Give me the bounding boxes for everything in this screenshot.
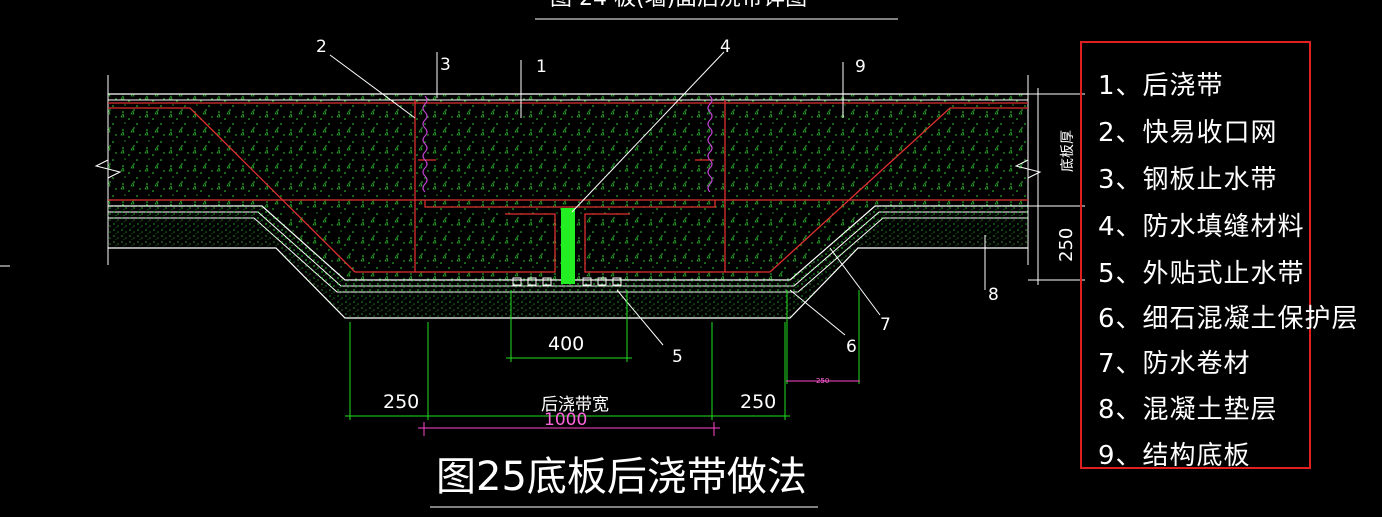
legend-item-5: 5、外贴式止水带 (1098, 259, 1305, 289)
rebar (108, 100, 1028, 273)
band-dimension (418, 380, 860, 436)
legend-item-9: 9、结构底板 (1098, 441, 1251, 471)
callout-3: 3 (440, 55, 451, 75)
band-width-value: 1000 (544, 410, 587, 430)
dim-250-vertical: 250 (1056, 228, 1077, 262)
callout-9: 9 (855, 57, 866, 77)
mesh-and-waterstop (422, 95, 713, 193)
waterproof-layers (108, 205, 1028, 319)
legend-box: 1、后浇带 2、快易收口网 3、钢板止水带 4、防水填缝材料 5、外贴式止水带 … (1080, 41, 1358, 471)
legend-item-6: 6、细石混凝土保护层 (1098, 304, 1359, 334)
dim-250-small: 250 (816, 377, 829, 385)
structural-slab (94, 75, 1042, 280)
band-width-label: 后浇带宽 (541, 395, 609, 415)
main-title: 图25底板后浇带做法 (436, 454, 807, 500)
legend-item-4: 4、防水填缝材料 (1098, 212, 1305, 242)
callout-8: 8 (988, 285, 999, 305)
top-title: 图 24 板(墙)面后浇带详图 (550, 0, 807, 11)
dim-250-left: 250 (383, 391, 419, 413)
legend-item-3: 3、钢板止水带 (1098, 165, 1278, 195)
dim-400: 400 (548, 333, 584, 355)
external-waterstop (512, 277, 622, 286)
callout-7: 7 (880, 315, 891, 335)
callout-4: 4 (720, 37, 731, 57)
slab-thickness-label: 底板厚 (1060, 130, 1076, 172)
leader-lines (329, 51, 1085, 346)
legend-item-1: 1、后浇带 (1098, 71, 1224, 101)
callout-1: 1 (536, 57, 547, 77)
legend-item-7: 7、防水卷材 (1098, 349, 1251, 379)
dimension-lines (345, 290, 860, 420)
callout-5: 5 (672, 347, 683, 367)
callout-2: 2 (316, 37, 327, 57)
waterproof-filler (561, 208, 575, 284)
legend-item-2: 2、快易收口网 (1098, 118, 1278, 148)
dim-250-right: 250 (740, 391, 776, 413)
callout-6: 6 (846, 337, 857, 357)
legend-item-8: 8、混凝土垫层 (1098, 395, 1278, 425)
